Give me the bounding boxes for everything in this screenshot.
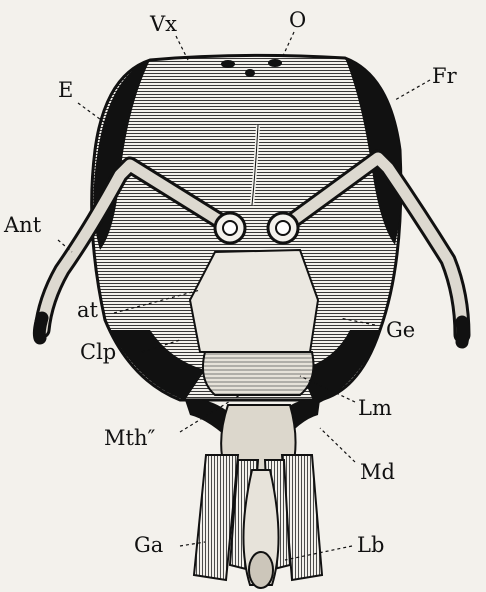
label-anterior-tentorial-pit: at [77,300,98,321]
label-mandible: Md [360,462,395,483]
labrum [203,352,314,395]
label-labrum: Lm [358,398,392,419]
left-antenna-tip [39,318,42,338]
label-frons: Fr [432,66,457,87]
ocellus-left [221,60,235,68]
glossa-tip [249,552,273,588]
left-antennal-socket-inner [223,221,237,235]
label-antenna: Ant [4,215,41,236]
ocellus-right [268,59,282,67]
ocellus-median [245,69,255,77]
label-mouth: Mth″ [104,428,155,449]
leader-o [282,32,294,58]
label-labium: Lb [357,535,384,556]
right-antennal-socket-inner [276,221,290,235]
label-galea: Ga [134,535,163,556]
label-compound-eye: E [58,80,73,101]
label-vertex: Vx [150,14,177,35]
leader-fr [395,80,430,100]
leader-md [320,428,355,462]
right-antenna-tip [462,322,463,342]
clypeus [190,250,318,352]
label-ocellus: O [289,10,306,31]
label-clypeus: Clp [80,342,116,363]
label-gena: Ge [386,320,415,341]
